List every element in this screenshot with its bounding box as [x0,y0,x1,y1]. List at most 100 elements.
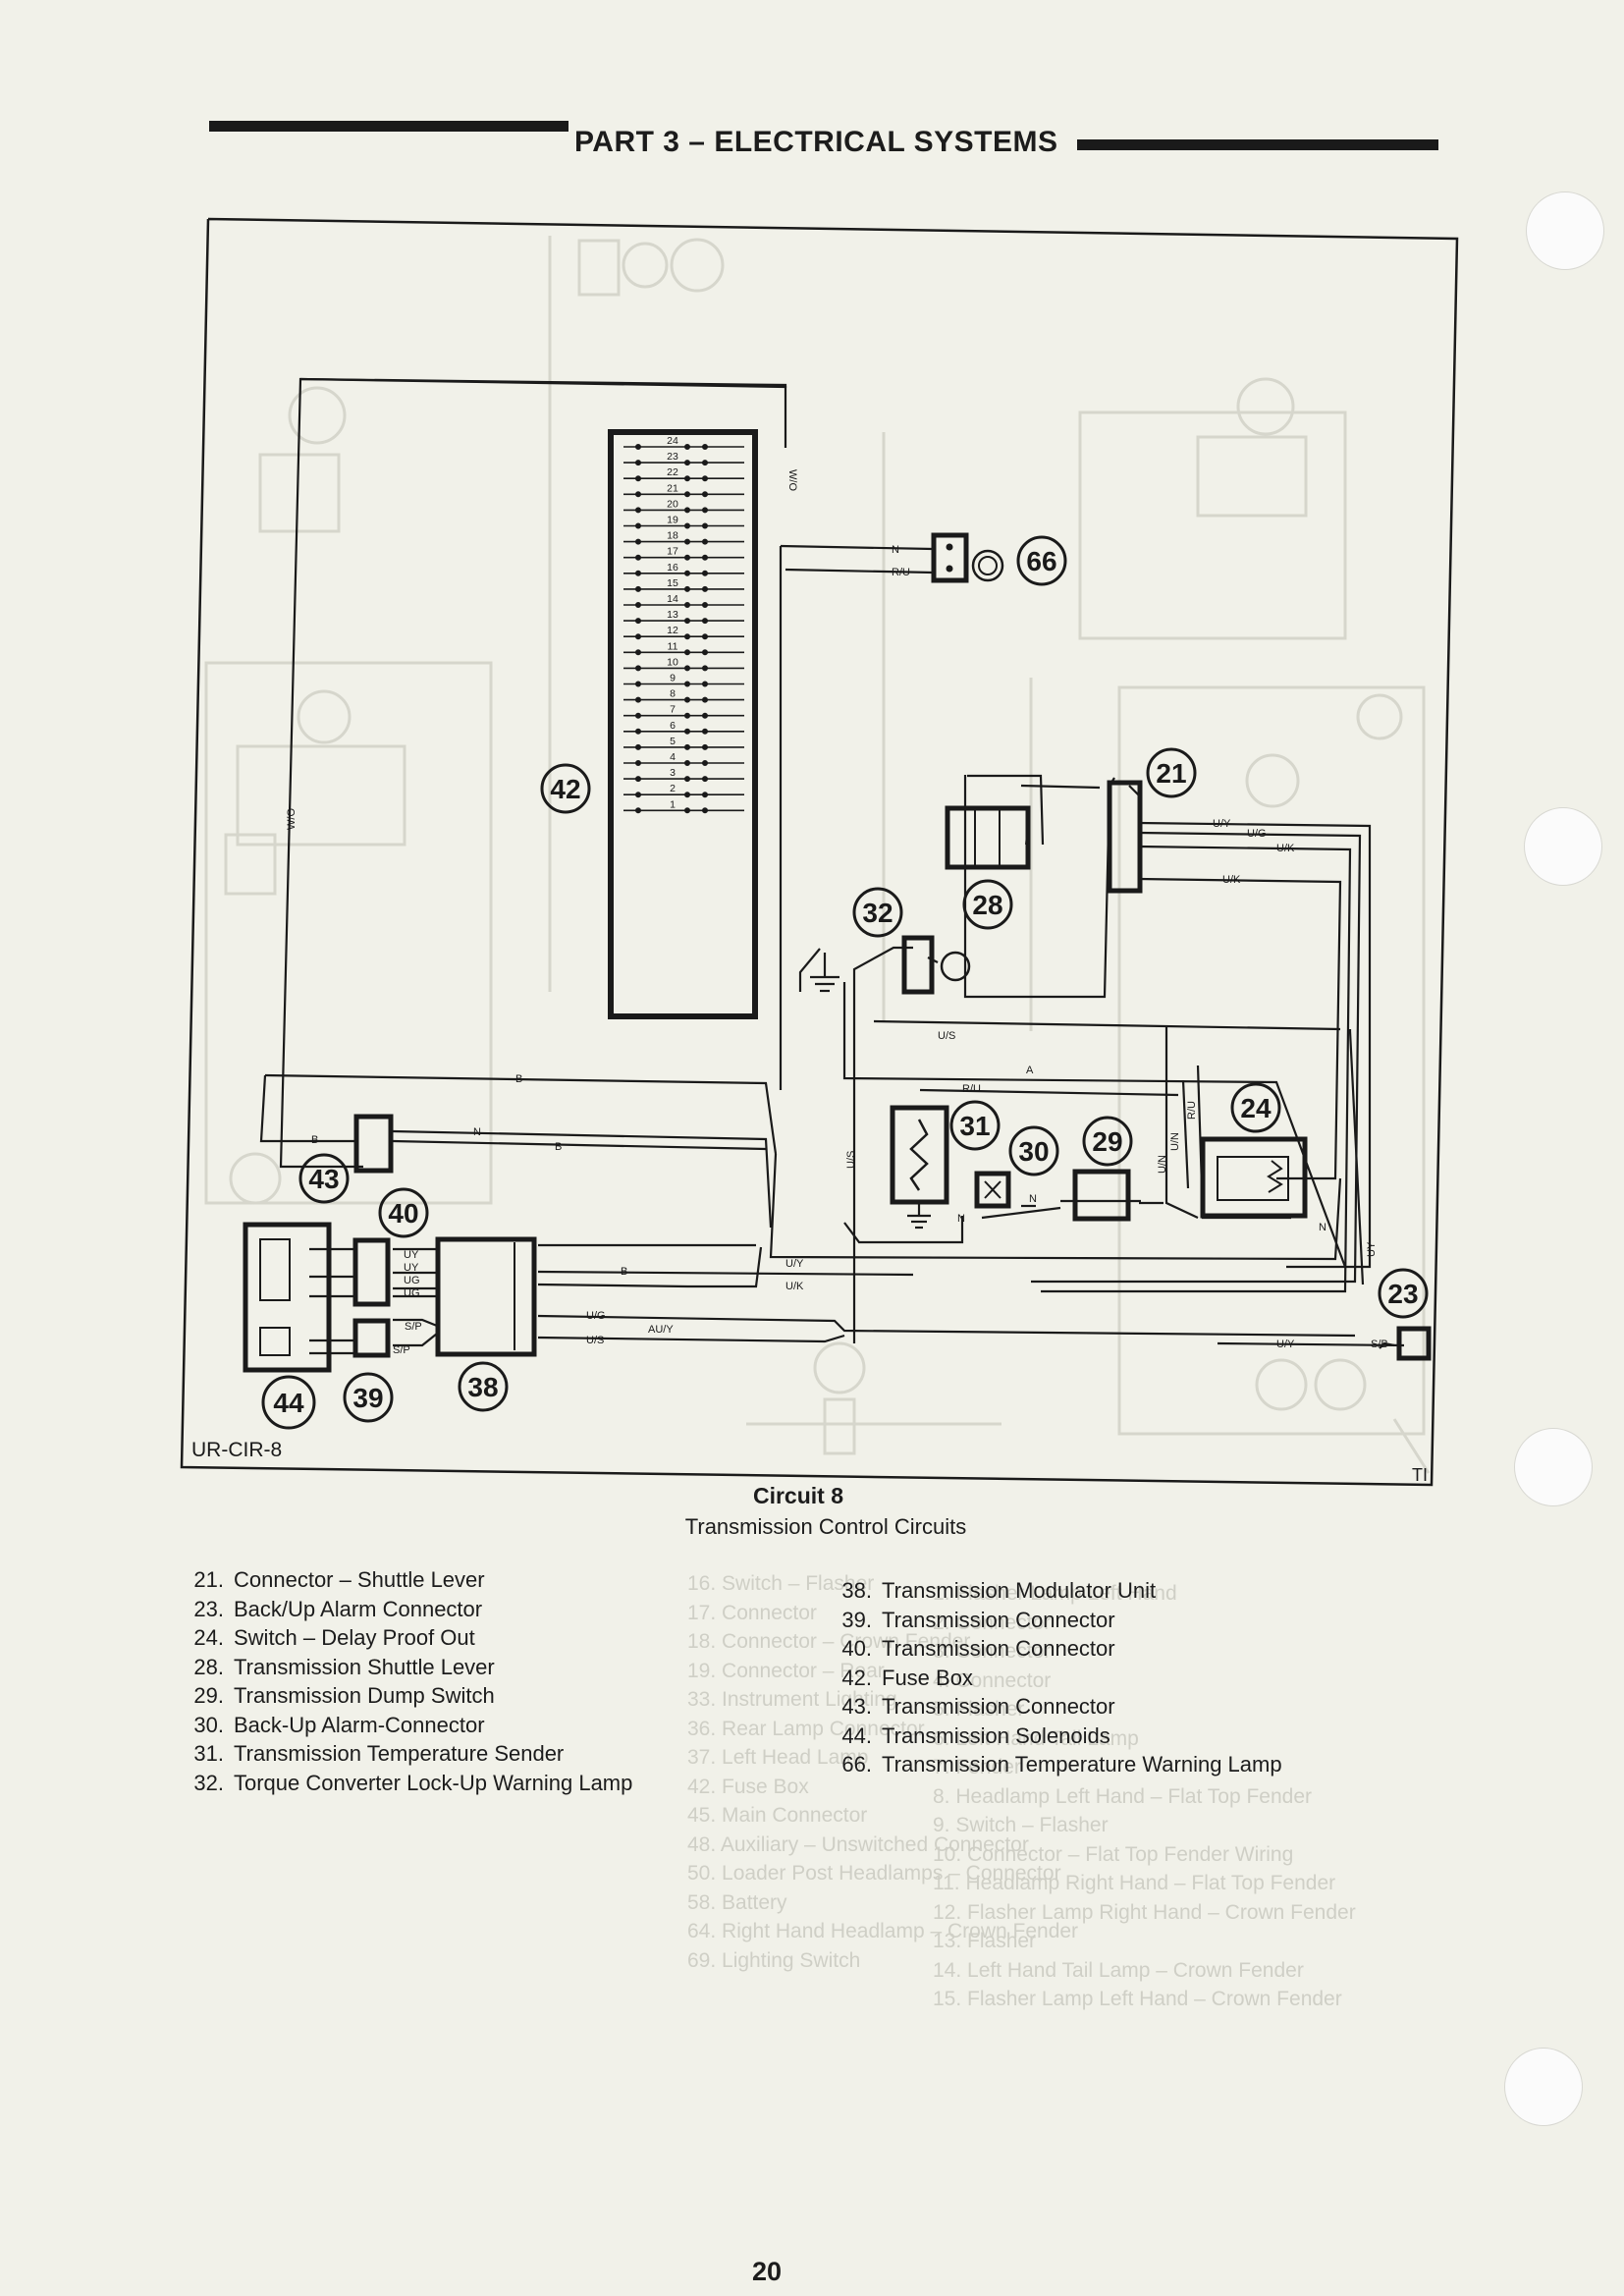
wire-label-uk: U/K [1222,874,1241,886]
binder-hole [1504,2048,1583,2126]
component-bubble-66 [1016,535,1067,586]
fuse-number: 15 [667,577,678,589]
fuse-number: 21 [667,482,678,494]
fuse-terminal [634,743,641,750]
legend-item: 39.Transmission Connector [841,1607,1115,1632]
wire-label-uk: U/K [785,1281,804,1292]
legend-item: 28.Transmission Shuttle Lever [193,1654,495,1679]
fuse-terminal [634,776,641,783]
fuse-terminal [701,712,708,719]
wire-label-ru: R/U [1186,1101,1198,1120]
fuse-number: 20 [667,498,678,510]
fuse-terminal [634,759,641,766]
fuse-terminal [634,712,641,719]
fuse-terminal [701,618,708,625]
wire-label-b: B [311,1134,318,1146]
fuse-terminal [683,696,690,703]
fuse-terminal [701,585,708,592]
fuse-terminal [634,696,641,703]
component-bubble-28 [962,879,1013,930]
legend-item: 66.Transmission Temperature Warning Lamp [841,1752,1282,1777]
legend-item: 23.Back/Up Alarm Connector [193,1596,483,1621]
fuse-terminal [701,491,708,498]
fuse-number: 5 [670,736,676,747]
component-bubble-42 [540,763,591,814]
fuse-terminal [634,633,641,640]
fuse-terminal [701,475,708,482]
fuse-terminal [683,665,690,672]
fuse-terminal [683,776,690,783]
wire-label-n: N [473,1126,481,1138]
fuse-terminal [701,792,708,798]
fuse-terminal [683,601,690,608]
ghost-schematic [204,236,1431,1474]
component-bubble-29 [1082,1116,1133,1167]
fuse-number: 1 [670,798,676,810]
fuse-terminal [701,507,708,514]
wire-label-uy: UY [1366,1241,1378,1257]
component-shapes [243,532,1432,1373]
wire-label-n: N [892,544,899,556]
component-number-66: 66 [1026,546,1056,576]
component-number-24: 24 [1240,1093,1272,1123]
wire-label-uk: U/K [1276,843,1295,854]
component-bubble-39 [343,1372,394,1423]
component-bubble-43 [298,1153,350,1204]
fuse-terminal [634,728,641,735]
wire-label-wo: W/O [286,808,298,830]
fuse-number: 18 [667,530,678,542]
component-number-42: 42 [550,774,580,804]
diagram-reference: UR-CIR-8 [191,1439,282,1461]
component-number-21: 21 [1156,758,1186,789]
fuse-terminal [683,649,690,656]
component-number-31: 31 [959,1111,990,1141]
fuse-terminal [701,665,708,672]
fuse-terminal [634,522,641,529]
fuse-terminal [701,696,708,703]
fuse-number: 2 [670,783,676,794]
wire-label-b: B [621,1266,627,1278]
fuse-terminal [634,665,641,672]
wire-label-auy: AU/Y [648,1324,674,1336]
legend-item: 29.Transmission Dump Switch [193,1683,495,1708]
circuit-title: Circuit 8 [752,1483,844,1508]
fuse-terminal [634,491,641,498]
component-number-32: 32 [862,898,893,928]
circuit-ink [259,377,1405,1355]
legend-item: 44.Transmission Solenoids [841,1722,1110,1748]
component-bubble-44 [261,1375,316,1430]
wire-label-n: N [1029,1193,1037,1205]
component-bubble-21 [1146,747,1197,798]
fuse-terminal [634,792,641,798]
fuse-terminal [634,475,641,482]
wire-label-n: N [957,1213,965,1225]
fuse-number: 4 [670,751,676,763]
corner-mark: TI [1412,1465,1428,1485]
fuse-terminal [634,601,641,608]
fuse-terminal [634,554,641,561]
fuse-number: 19 [667,515,678,526]
legend-right: 38.Transmission Modulator Unit 39.Transm… [821,1576,1282,1779]
wire-label-b: B [515,1073,522,1085]
fuse-terminal [634,507,641,514]
fuse-terminal [683,792,690,798]
fuse-number: 3 [670,767,676,779]
binder-hole [1514,1428,1593,1506]
wire-label-ru: R/U [892,567,910,578]
fuse-number: 7 [670,704,676,716]
fuse-terminal [683,475,690,482]
fuse-terminal [634,681,641,687]
wire-label-uy: U/Y [1213,818,1231,830]
wire-label-ug: UG [404,1287,420,1299]
fuse-number: 6 [670,720,676,732]
fuse-terminal [634,460,641,466]
fuse-number: 24 [667,435,678,447]
component-bubble-24 [1230,1082,1281,1133]
fuse-terminal [683,728,690,735]
wire-label-un: U/N [1157,1155,1168,1174]
wire-labels: W/O W/O N R/U U/Y U/G U/K U/K U/S A R/U … [286,469,1388,1356]
fuse-terminal [683,443,690,450]
